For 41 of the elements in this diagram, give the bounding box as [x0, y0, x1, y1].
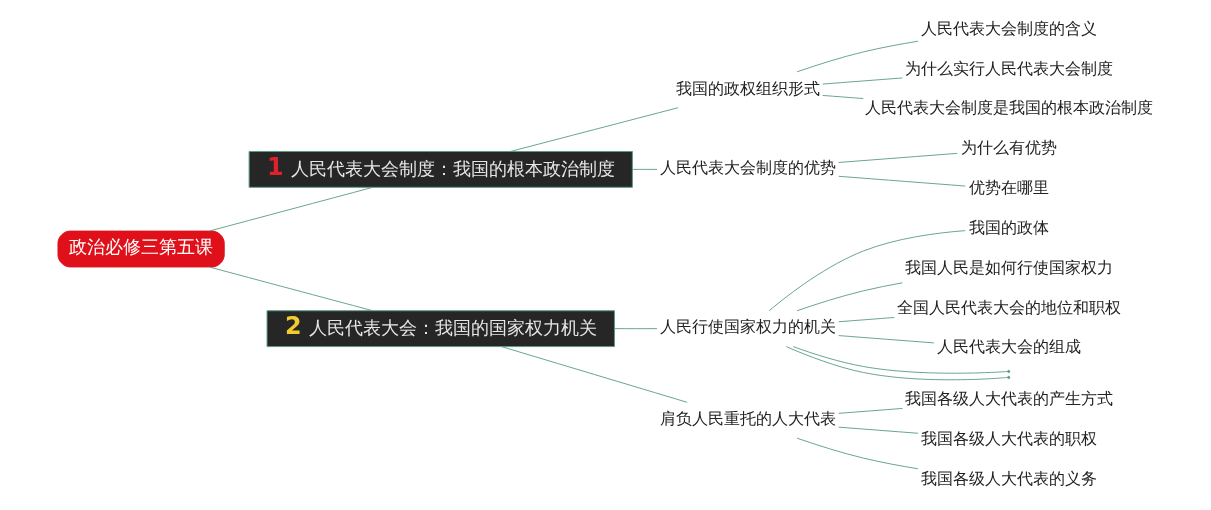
node-box: 2 人民代表大会：我国的国家权力机关 [266, 310, 615, 348]
connector [837, 335, 934, 344]
connector [500, 346, 688, 403]
node-text: 为什么有优势 [960, 138, 1057, 158]
connector [208, 266, 373, 312]
node-text: 我国各级人大代表的职权 [920, 428, 1097, 448]
node-text: 优势在哪里 [968, 178, 1049, 198]
connector [208, 186, 373, 232]
connector [509, 107, 678, 152]
node-text: 为什么实行人民代表大会制度 [904, 58, 1113, 78]
node-text: 我国各级人大代表的义务 [920, 468, 1097, 488]
node-text: 我国各级人大代表的产生方式 [904, 389, 1113, 409]
connector [768, 230, 966, 312]
node-text: 人民代表大会制度的含义 [920, 18, 1097, 38]
node-text: 人民代表大会的组成 [936, 337, 1081, 357]
connector [837, 408, 903, 414]
connector [796, 40, 918, 73]
connector [837, 317, 895, 323]
connector [631, 168, 658, 170]
connector [792, 346, 1008, 374]
connector [613, 328, 658, 330]
node-text: 人民代表大会制度的优势 [659, 158, 836, 178]
node-text: 我国人民是如何行使国家权力 [904, 257, 1113, 277]
connector [821, 94, 864, 99]
connector [796, 437, 918, 470]
connector [821, 77, 903, 85]
connector [837, 175, 966, 187]
connector [837, 426, 918, 434]
node-text: 我国的政权组织形式 [675, 78, 820, 98]
node-text: 人民行使国家权力的机关 [659, 317, 836, 337]
connector [785, 346, 1008, 381]
node-text: 我国的政体 [968, 217, 1049, 237]
node-point [1006, 375, 1010, 379]
node-text: 全国人民代表大会的地位和职权 [896, 297, 1121, 317]
connector [796, 282, 903, 312]
node-point [1006, 369, 1010, 374]
node-box: 1 人民代表大会制度：我国的根本政治制度 [248, 150, 633, 188]
node-text: 人民代表大会制度是我国的根本政治制度 [864, 98, 1153, 118]
node-box: 政治必修三第五课 [57, 230, 225, 268]
connector [837, 152, 958, 163]
node-text: 肩负人民重托的人大代表 [659, 409, 836, 429]
